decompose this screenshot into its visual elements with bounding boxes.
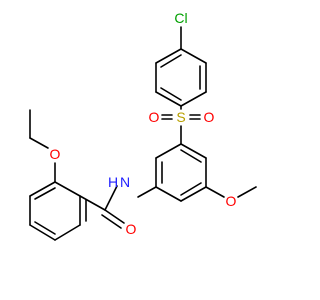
bond xyxy=(54,181,81,197)
bond xyxy=(180,143,207,159)
bond-c-o-carbonyl xyxy=(104,209,125,224)
central-ring xyxy=(155,143,207,202)
bond-c-o-carbonyl xyxy=(101,214,122,229)
bond-o-ch2 xyxy=(29,137,49,149)
bond-n-c xyxy=(104,185,118,211)
bond xyxy=(160,54,182,68)
bond-c-c xyxy=(79,195,106,211)
bond xyxy=(54,224,81,241)
structure-canvas: Cl S O O N H O O O xyxy=(29,10,257,241)
bond xyxy=(180,91,207,107)
nitrogen-atom-label: N xyxy=(120,174,130,190)
bond xyxy=(34,187,56,200)
bond xyxy=(155,48,182,64)
bond xyxy=(180,182,202,196)
molecule-drawing: Cl S O O N H O O O xyxy=(29,10,257,241)
bond xyxy=(29,224,56,241)
bond-c-o-methoxy xyxy=(205,186,225,198)
chlorophenyl-ring xyxy=(155,48,207,107)
ethoxyphenyl-ring xyxy=(29,181,87,241)
bond xyxy=(160,87,182,101)
carbonyl-oxygen-label: O xyxy=(126,221,137,237)
bond xyxy=(180,186,207,202)
bond xyxy=(180,48,207,64)
bond xyxy=(29,181,56,197)
amide-hydrogen-label: H xyxy=(108,174,118,190)
bond-o-ch3 xyxy=(237,186,257,198)
sulfonyl-oxygen-left-label: O xyxy=(149,109,160,125)
bond xyxy=(155,186,182,202)
methoxy-oxygen-label: O xyxy=(226,193,237,209)
bond xyxy=(180,149,202,163)
bond xyxy=(34,221,56,235)
bond xyxy=(155,143,182,159)
bond-c-n xyxy=(137,186,157,198)
bond xyxy=(155,91,182,107)
chlorine-atom-label: Cl xyxy=(174,10,187,26)
ethoxy-oxygen-label: O xyxy=(50,146,61,162)
sulfur-atom-label: S xyxy=(176,109,185,125)
sulfonyl-oxygen-right-label: O xyxy=(204,109,215,125)
